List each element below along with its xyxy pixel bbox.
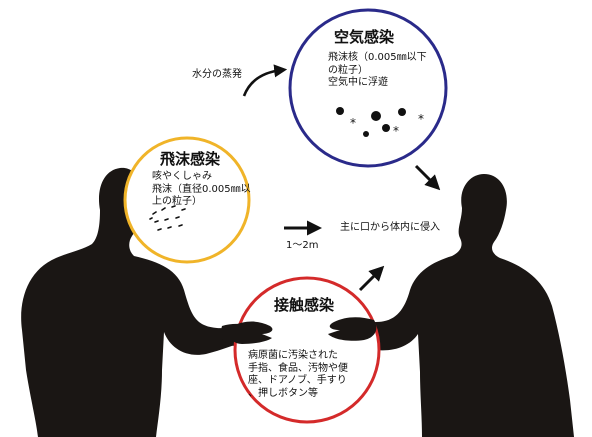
droplet-infection-circle bbox=[123, 136, 251, 264]
droplet-line: 上の粒子） bbox=[152, 196, 202, 207]
contact-description: 病原菌に汚染された 手指、食品、汚物や便 座、ドアノブ、手すり 、押しボタン等 bbox=[248, 350, 348, 400]
airborne-line: 飛沫核（0.005㎜以下 bbox=[328, 52, 427, 63]
airborne-description: 飛沫核（0.005㎜以下 の粒子） 空気中に浮遊 bbox=[328, 52, 427, 90]
contact-line: 手指、食品、汚物や便 bbox=[248, 362, 348, 374]
droplet-description: 咳やくしゃみ 飛沫（直径0.005㎜以 上の粒子） bbox=[152, 171, 251, 209]
entry-label: 主に口から体内に侵入 bbox=[340, 222, 440, 233]
airborne-infection-circle bbox=[288, 8, 448, 168]
airborne-asterisk: * bbox=[418, 112, 424, 126]
droplet-title: 飛沫感染 bbox=[160, 150, 221, 168]
contact-title: 接触感染 bbox=[274, 296, 335, 314]
distance-label: 1～2m bbox=[286, 240, 319, 251]
airborne-asterisk: * bbox=[350, 116, 356, 130]
droplet-line: 飛沫（直径0.005㎜以 bbox=[152, 183, 251, 195]
right-person-silhouette bbox=[329, 174, 574, 437]
airborne-asterisk: * bbox=[393, 124, 399, 138]
droplet-line: 咳やくしゃみ bbox=[152, 171, 212, 182]
airborne-line: 空気中に浮遊 bbox=[328, 77, 388, 88]
contact-line: 座、ドアノブ、手すり bbox=[248, 375, 347, 386]
evaporation-label: 水分の蒸発 bbox=[192, 69, 242, 80]
contact-to-person-arrow bbox=[358, 265, 385, 292]
airborne-line: の粒子） bbox=[328, 64, 368, 76]
droplet-spray-icon bbox=[149, 205, 186, 231]
evaporation-arrow bbox=[242, 64, 288, 97]
contact-line: 病原菌に汚染された bbox=[248, 350, 338, 361]
contact-hands-icon bbox=[229, 317, 377, 344]
left-person-silhouette bbox=[21, 167, 265, 437]
contact-infection-circle bbox=[233, 276, 381, 424]
contact-line: 、押しボタン等 bbox=[248, 387, 318, 399]
airborne-particles-icon bbox=[336, 107, 406, 137]
airborne-title: 空気感染 bbox=[334, 28, 395, 46]
airborne-to-person-arrow bbox=[414, 164, 441, 191]
